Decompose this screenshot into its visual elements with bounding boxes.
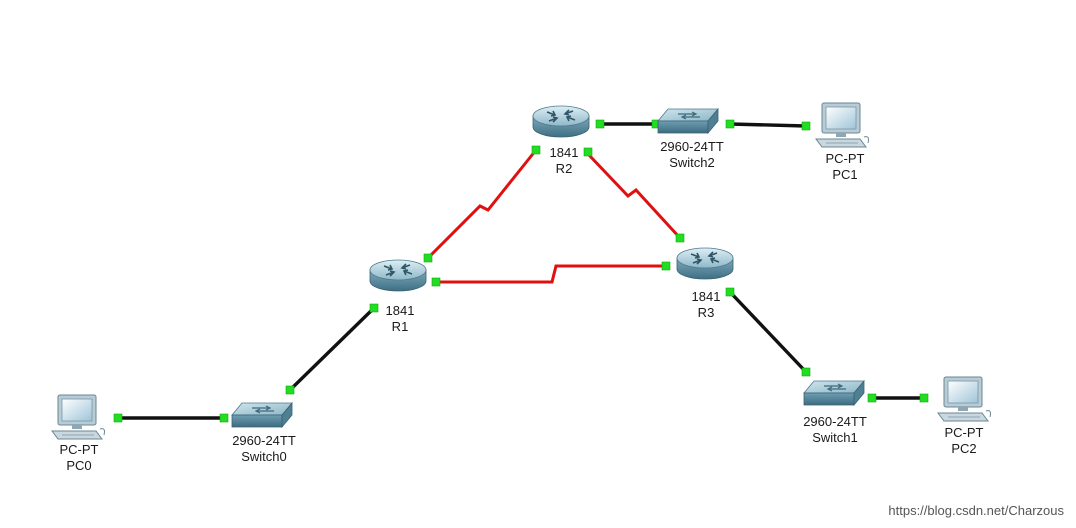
device-label-pc0: PC-PT PC0 — [60, 442, 99, 474]
device-name: R3 — [697, 305, 715, 320]
serial-link-r1-r3 — [436, 264, 666, 284]
switch-switch1[interactable] — [803, 380, 865, 406]
device-label-switch0: 2960-24TT Switch0 — [232, 433, 296, 465]
port-status-lights — [113, 119, 929, 423]
device-label-r2: 1841 R2 — [550, 145, 579, 177]
device-label-pc1: PC-PT PC1 — [826, 151, 865, 183]
device-model: PC-PT — [59, 442, 99, 457]
ethernet-link-r1-switch0 — [288, 306, 376, 392]
pc-pc1[interactable] — [815, 102, 869, 148]
device-name: R1 — [391, 319, 409, 334]
device-name: R2 — [555, 161, 573, 176]
device-model: 2960-24TT — [660, 139, 724, 154]
device-model: 2960-24TT — [232, 433, 296, 448]
switch-switch0[interactable] — [231, 402, 293, 428]
device-name: PC2 — [951, 441, 977, 456]
device-label-switch1: 2960-24TT Switch1 — [803, 414, 867, 446]
switch-icon — [657, 108, 719, 134]
device-name: Switch1 — [812, 430, 858, 445]
device-model: 1841 — [549, 145, 579, 160]
ethernet-link-switch2-pc1 — [729, 122, 807, 128]
device-model: PC-PT — [944, 425, 984, 440]
device-label-pc2: PC-PT PC2 — [945, 425, 984, 457]
ethernet-link-r3-switch1 — [728, 290, 808, 374]
switch-icon — [231, 402, 293, 428]
pc-icon — [937, 376, 991, 422]
router-icon — [369, 259, 427, 292]
pc-icon — [815, 102, 869, 148]
serial-link-r1-r2 — [426, 149, 538, 260]
switch-icon — [803, 380, 865, 406]
switch-switch2[interactable] — [657, 108, 719, 134]
device-model: 1841 — [385, 303, 415, 318]
pc-pc2[interactable] — [937, 376, 991, 422]
serial-link-r2-r3 — [586, 152, 682, 240]
pc-icon — [51, 394, 105, 440]
router-icon — [532, 105, 590, 138]
device-name: PC0 — [66, 458, 92, 473]
device-name: Switch2 — [669, 155, 715, 170]
device-label-switch2: 2960-24TT Switch2 — [660, 139, 724, 171]
router-r2[interactable] — [532, 105, 590, 138]
router-r1[interactable] — [369, 259, 427, 292]
pc-pc0[interactable] — [51, 394, 105, 440]
device-name: Switch0 — [241, 449, 287, 464]
watermark-url: https://blog.csdn.net/Charzous — [888, 503, 1064, 518]
device-name: PC1 — [832, 167, 858, 182]
device-label-r3: 1841 R3 — [692, 289, 721, 321]
device-model: 2960-24TT — [803, 414, 867, 429]
device-label-r1: 1841 R1 — [386, 303, 415, 335]
device-model: PC-PT — [825, 151, 865, 166]
router-r3[interactable] — [676, 247, 734, 280]
router-icon — [676, 247, 734, 280]
device-model: 1841 — [691, 289, 721, 304]
